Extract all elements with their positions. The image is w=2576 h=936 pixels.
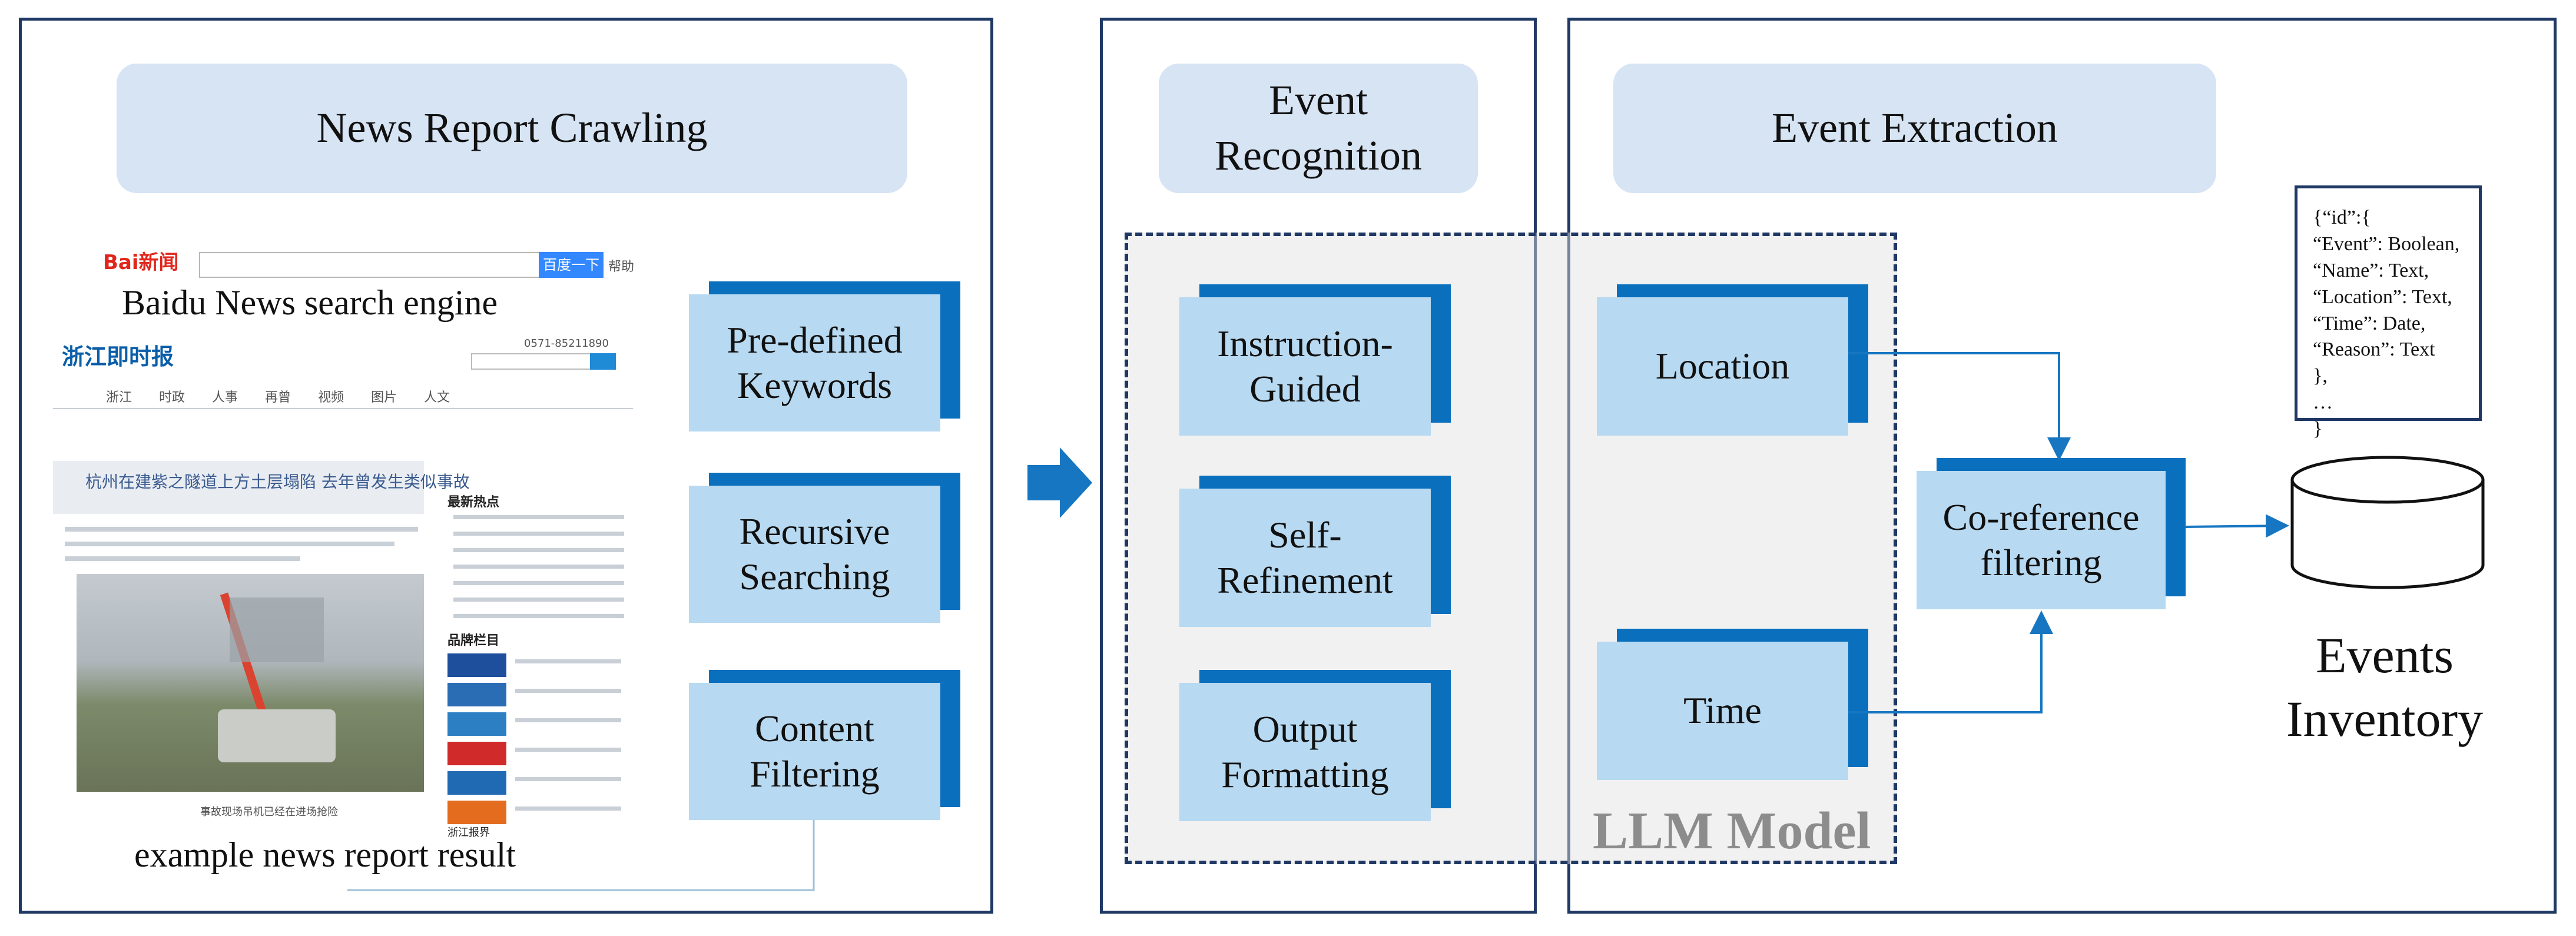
nav-item: 再曾 [265, 390, 291, 405]
text-line [515, 777, 621, 781]
card-predefined-keywords: Pre-defined Keywords [689, 281, 960, 432]
schema-text: {“id”:{ “Event”: Boolean, “Name”: Text, … [2313, 207, 2460, 440]
text-line [515, 718, 621, 722]
text-line [515, 748, 621, 752]
card-label: Output Formatting [1179, 683, 1431, 821]
text-line [453, 515, 624, 519]
nav-item: 时政 [159, 390, 185, 405]
brand-badge [447, 801, 506, 824]
filter-feedback-line [347, 820, 815, 891]
phone-number: 0571-85211890 [524, 337, 609, 350]
extraction-header: Event Extraction [1613, 64, 2216, 193]
text-line [453, 598, 624, 602]
card-label: Content Filtering [689, 683, 940, 820]
card-label: Co-reference filtering [1917, 471, 2166, 609]
text-line [453, 581, 624, 585]
card-label: Time [1597, 642, 1848, 780]
coref-to-database-arrow [2184, 514, 2289, 538]
site-logo: 浙江即时报 [62, 344, 174, 370]
text-line [453, 614, 624, 618]
llm-label: LLM Model [1593, 802, 1871, 860]
text-line [515, 689, 621, 693]
brand-badge [447, 683, 506, 706]
nav-rule [53, 408, 633, 409]
card-content-filtering: Content Filtering [689, 670, 960, 820]
article-photo [77, 574, 424, 792]
crawling-header: News Report Crawling [117, 64, 907, 193]
card-label: Location [1597, 297, 1848, 436]
card-label: Pre-defined Keywords [689, 294, 940, 432]
text-line [453, 548, 624, 552]
nav-item: 图片 [371, 390, 397, 405]
news-report-screenshot: 浙江即时报 0571-85211890 浙江 时政 人事 再曾 视频 图片 人文… [53, 333, 633, 839]
database-icon [2290, 456, 2485, 589]
schema-card: {“id”:{ “Event”: Boolean, “Name”: Text, … [2295, 185, 2482, 440]
text-line [515, 659, 621, 663]
baidu-search-button: 百度一下 [539, 252, 604, 278]
location-to-coref-arrow [1848, 352, 2071, 461]
text-line [65, 556, 300, 561]
text-line [453, 565, 624, 569]
card-output-formatting: Output Formatting [1179, 670, 1451, 821]
card-label: Self-Refinement [1179, 489, 1431, 627]
sidebar-title: 最新热点 [447, 495, 500, 510]
brand-badge [447, 771, 506, 795]
baidu-search-screenshot: Bai新闻 百度一下 帮助 [94, 241, 635, 278]
nav-item: 人事 [212, 390, 238, 405]
nav-item: 视频 [318, 390, 344, 405]
stage-arrow-icon [1027, 447, 1092, 518]
article-header-band [53, 461, 424, 514]
brand-badge [447, 712, 506, 736]
card-label: Instruction-Guided [1179, 297, 1431, 436]
time-to-coref-arrow [1848, 610, 2053, 713]
site-search-button [590, 353, 616, 370]
text-line [453, 532, 624, 536]
buildings-icon [230, 598, 324, 662]
recognition-header: Event Recognition [1159, 64, 1478, 193]
card-self-refinement: Self-Refinement [1179, 476, 1451, 627]
brand-badge [447, 742, 506, 765]
sidebar-footer: 浙江报界 [447, 827, 490, 839]
inventory-label: Events Inventory [2286, 627, 2484, 747]
photo-caption: 事故现场吊机已经在进场抢险 [200, 806, 338, 818]
card-time: Time [1597, 629, 1868, 780]
card-recursive-searching: Recursive Searching [689, 473, 960, 623]
brand-badge [447, 653, 506, 677]
nav-item: 浙江 [106, 390, 132, 405]
text-line [515, 806, 621, 811]
search-caption: Baidu News search engine [122, 283, 498, 322]
card-instruction-guided: Instruction-Guided [1179, 284, 1451, 436]
text-line [65, 542, 394, 546]
baidu-logo: Bai新闻 [103, 251, 179, 274]
text-line [65, 527, 418, 532]
article-headline: 杭州在建紫之隧道上方土层塌陷 去年曾发生类似事故 [85, 472, 470, 492]
baidu-help: 帮助 [608, 260, 635, 274]
card-location: Location [1597, 284, 1868, 436]
nav-bar: 浙江 时政 人事 再曾 视频 图片 人文 [106, 387, 450, 406]
truck-icon [218, 709, 336, 762]
result-caption: example news report result [134, 835, 516, 874]
card-label: Recursive Searching [689, 486, 940, 623]
card-coreference-filtering: Co-reference filtering [1917, 458, 2186, 609]
brands-title: 品牌栏目 [447, 633, 500, 648]
nav-item: 人文 [424, 390, 450, 405]
